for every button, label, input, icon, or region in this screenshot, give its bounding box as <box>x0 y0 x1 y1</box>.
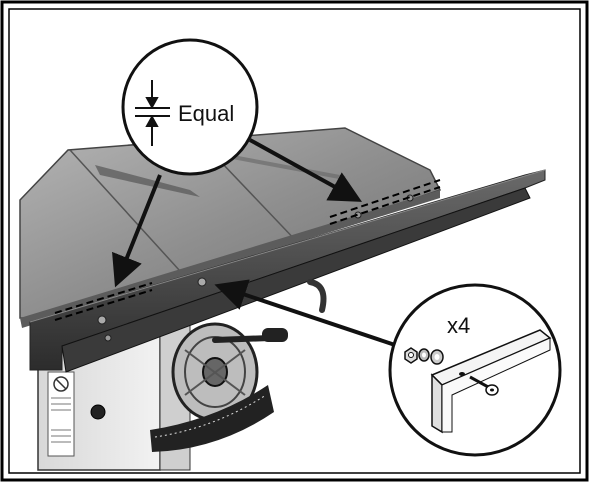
switch-knob <box>90 404 106 420</box>
gap-arrows-icon <box>135 80 170 146</box>
flat-washer-icon <box>430 349 444 365</box>
quantity-label: x4 <box>447 313 470 338</box>
hardware-pointer-arrow <box>214 279 396 347</box>
tilt-scale <box>150 385 274 452</box>
lock-washer-icon <box>418 348 430 362</box>
front-rail <box>29 169 546 373</box>
equal-gap-callout: Equal <box>121 38 259 176</box>
hardware-callout: x4 <box>388 283 562 457</box>
rear-handle <box>307 279 327 313</box>
equal-label: Equal <box>178 101 234 126</box>
warning-label <box>47 371 75 457</box>
bolt-icon <box>469 375 499 396</box>
angle-bracket-icon <box>430 329 552 434</box>
gap-dashed-lines <box>54 179 441 321</box>
equal-pointer-arrows <box>112 138 363 288</box>
height-handwheel <box>171 322 288 422</box>
nut-icon <box>404 347 418 364</box>
